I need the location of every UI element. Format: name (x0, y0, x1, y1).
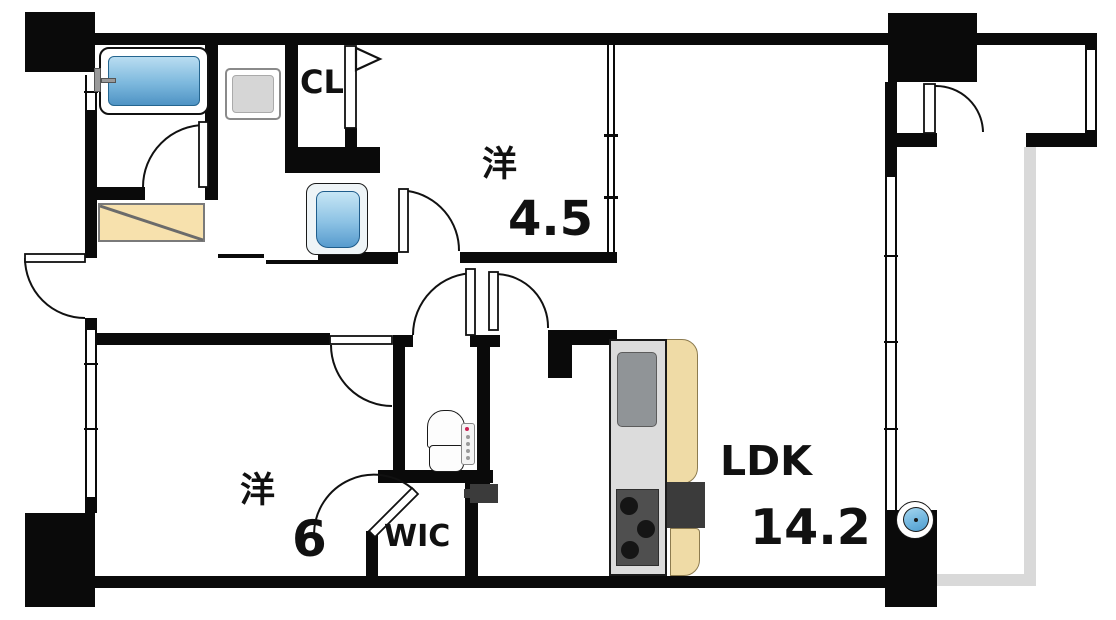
wall-left-c (85, 497, 97, 513)
wall-western6-top (97, 333, 330, 345)
wall-closet-divider (285, 45, 298, 147)
wall-toilet-left (393, 335, 405, 480)
sliding-partition-tick (604, 134, 618, 137)
wall-ldk-right-upper (885, 82, 897, 177)
balcony-faucet-bowl (903, 507, 929, 532)
ldk-door-arc (496, 273, 550, 329)
sliding-partition-tick (604, 196, 618, 199)
kitchen-sink (617, 352, 657, 427)
wall-bathroom-bottom (85, 187, 145, 200)
toilet-door-arc (412, 272, 476, 336)
entrance-side-window (1085, 50, 1097, 130)
kitchen-back-counter-lower (670, 528, 700, 576)
western6-door-arc (330, 344, 393, 407)
washlet-button (466, 449, 470, 453)
window-tick (884, 255, 898, 257)
washroom-sliding-door (218, 254, 264, 258)
room-size-western6: 6 (292, 510, 327, 568)
wall-left-b (85, 318, 97, 330)
bath-faucet-icon (94, 68, 101, 92)
wall-bottom (95, 576, 885, 588)
left-entry-door-arc (24, 257, 86, 319)
pillar-top-right (888, 13, 977, 82)
wall-wic-stub (366, 531, 378, 576)
wall-closet-stub (345, 128, 357, 150)
closet-door-flag (354, 46, 383, 72)
wall-wic-right (465, 483, 478, 576)
wall-toilet-top-right (470, 335, 500, 347)
shoe-cabinet-diagonal (99, 204, 204, 242)
stove-burner (620, 497, 638, 515)
balcony-edge-horizontal (937, 574, 1036, 586)
wall-left-a (85, 110, 97, 258)
wall-toilet-bottom (378, 470, 493, 483)
bath-faucet-stem (101, 78, 116, 83)
wall-hall-ldk-block (548, 330, 572, 378)
pillar-top-left (25, 12, 95, 72)
washbasin-bowl (316, 191, 360, 248)
room-size-ldk: 14.2 (750, 499, 871, 556)
room-label-closet: CL (300, 63, 344, 101)
window-tick (884, 428, 898, 430)
toilet-bowl (429, 445, 464, 472)
washing-machine-pan-inner (232, 75, 274, 113)
room-label-ldk: LDK (720, 437, 812, 485)
wic-door-leaf (367, 486, 420, 539)
window-tick (84, 91, 98, 93)
ldk-door-leaf (488, 271, 499, 331)
bathtub-water (108, 56, 200, 106)
pillar-bottom-left (25, 513, 95, 607)
bathroom-door-leaf (198, 121, 209, 188)
left-entry-door-leaf (24, 253, 86, 263)
wall-entrance-stub (888, 133, 937, 147)
window-tick (884, 341, 898, 343)
closet-door-leaf (344, 45, 357, 129)
ldk-balcony-window (885, 177, 897, 510)
washroom-sliding-door (266, 260, 322, 264)
wall-sanitary-bottom (318, 252, 398, 264)
wall-kitchen-top (572, 330, 617, 345)
window-tick (84, 428, 98, 430)
entrance-door-arc (934, 84, 984, 133)
stove-burner (621, 541, 639, 559)
washlet-button (466, 442, 470, 446)
wall-toilet-right (477, 347, 490, 484)
balcony-faucet-dot (914, 518, 918, 522)
room-size-western45: 4.5 (508, 191, 594, 247)
sliding-partition-line (613, 43, 615, 254)
bathroom-door-arc (142, 124, 206, 188)
wall-top (95, 33, 1097, 45)
refrigerator-space (666, 482, 705, 528)
entrance-door-leaf (923, 83, 936, 134)
pipe-space-box (470, 484, 498, 503)
wall-western45-bottom (460, 252, 617, 263)
western45-door-arc (407, 190, 461, 252)
wall-porch-bottom (1026, 133, 1097, 147)
room-label-western6: 洋 (240, 471, 276, 511)
room-label-wic: WIC (384, 519, 451, 554)
wall-closet-bottom (285, 147, 380, 173)
toilet-door-leaf (465, 268, 476, 336)
washlet-led-red (465, 427, 469, 431)
washlet-button (466, 435, 470, 439)
western45-door-leaf (398, 188, 409, 253)
western6-door-leaf (329, 335, 393, 345)
stove-burner (637, 520, 655, 538)
sliding-partition-line (607, 43, 609, 254)
room-label-western45: 洋 (482, 145, 518, 185)
window-tick (84, 363, 98, 365)
western6-window (85, 330, 97, 497)
wall-toilet-top-left (393, 335, 413, 347)
pipe-space-nub (464, 489, 470, 498)
wic-door-arc (313, 473, 415, 535)
washlet-button (466, 456, 470, 460)
balcony-edge-vertical (1024, 147, 1036, 585)
